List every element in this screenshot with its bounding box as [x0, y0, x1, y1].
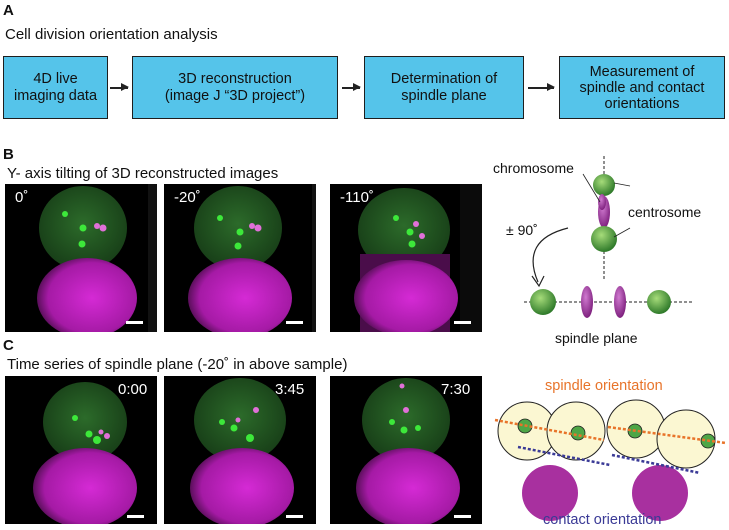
step-box-measurement: Measurement of spindle and contact orien…	[559, 56, 725, 119]
scale-bar	[127, 515, 144, 518]
micrograph-c-0: 0:00	[5, 376, 157, 524]
scale-bar	[454, 321, 471, 324]
step-label: Measurement of spindle and contact orien…	[580, 64, 705, 112]
step-box-reconstruction: 3D reconstruction (image J “3D project”)	[132, 56, 338, 119]
chromosome-label: chromosome	[493, 160, 574, 176]
time-label: 7:30	[441, 381, 470, 398]
spindle-plane-diagram	[500, 150, 729, 350]
panel-c-letter: C	[3, 337, 14, 354]
centrosome-icon	[530, 289, 556, 315]
micrograph-drawing	[164, 376, 316, 524]
micrograph-c-2: 7:30	[330, 376, 482, 524]
micrograph-c-1: 3:45	[164, 376, 316, 524]
angle-label: -110˚	[340, 189, 374, 206]
chromosome-icon	[614, 286, 626, 318]
scale-bar	[286, 515, 303, 518]
micrograph-drawing	[330, 184, 482, 332]
panel-c-title: Time series of spindle plane (-20˚ in ab…	[7, 356, 347, 373]
step-label: Determination of spindle plane	[391, 71, 497, 105]
micrograph-b-1: -20˚	[164, 184, 316, 332]
chromosome-icon	[581, 286, 593, 318]
arrow-right-icon	[110, 87, 128, 89]
centrosome-icon	[647, 290, 671, 314]
step-label: 4D live imaging data	[14, 71, 97, 105]
panel-a-letter: A	[3, 2, 14, 19]
time-label: 3:45	[275, 381, 304, 398]
time-label: 0:00	[118, 381, 147, 398]
step-box-spindle-plane: Determination of spindle plane	[364, 56, 524, 119]
centrosome-icon	[593, 174, 615, 196]
rotation-label: ± 90˚	[506, 222, 538, 238]
panel-b-title: Y- axis tilting of 3D reconstructed imag…	[7, 165, 278, 182]
micrograph-drawing	[5, 184, 157, 332]
micrograph-b-2: -110˚	[330, 184, 482, 332]
contact-orientation-label: contact orientation	[543, 512, 662, 528]
micrograph-drawing	[164, 184, 316, 332]
orientation-diagram	[490, 395, 729, 521]
centrosome-label: centrosome	[628, 204, 701, 220]
scale-bar	[454, 515, 471, 518]
panel-a-title: Cell division orientation analysis	[5, 26, 218, 43]
micrograph-b-0: 0˚	[5, 184, 157, 332]
arrow-right-icon	[342, 87, 360, 89]
scale-bar	[286, 321, 303, 324]
scale-bar	[126, 321, 143, 324]
spindle-orientation-label: spindle orientation	[545, 378, 663, 394]
panel-b-letter: B	[3, 146, 14, 163]
micrograph-drawing	[5, 376, 157, 524]
micrograph-drawing	[330, 376, 482, 524]
angle-label: 0˚	[15, 189, 28, 206]
centrosome-icon	[591, 226, 617, 252]
arrow-right-icon	[528, 87, 554, 89]
step-label: 3D reconstruction (image J “3D project”)	[165, 71, 305, 105]
spindle-plane-label: spindle plane	[555, 330, 638, 346]
angle-label: -20˚	[174, 189, 201, 206]
step-box-imaging: 4D live imaging data	[3, 56, 108, 119]
